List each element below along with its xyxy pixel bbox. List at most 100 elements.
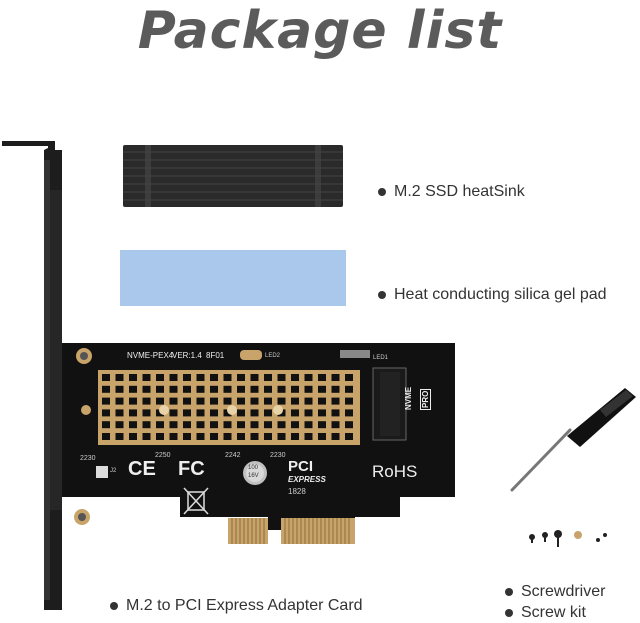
- grid-hole: [115, 385, 124, 393]
- label-heatsink: M.2 SSD heatSink: [378, 183, 525, 201]
- grid-hole: [331, 421, 340, 429]
- grid-hole: [331, 397, 340, 405]
- grid-hole: [169, 397, 178, 405]
- grid-hole: [102, 397, 110, 405]
- slot-2230-left: 2230: [80, 455, 96, 462]
- grid-hole: [318, 421, 326, 429]
- grid-hole: [223, 421, 232, 429]
- slot-2250: 2250: [155, 452, 171, 459]
- grid-hole: [277, 374, 286, 381]
- weee-icon: [183, 487, 209, 515]
- grid-hole: [345, 409, 353, 417]
- grid-hole: [318, 409, 326, 417]
- bracket: [2, 141, 62, 610]
- label-screwdriver: Screwdriver: [505, 583, 605, 601]
- grid-hole: [115, 421, 124, 429]
- grid-hole: [183, 421, 191, 429]
- grid-hole: [345, 433, 353, 440]
- grid-hole: [250, 409, 259, 417]
- grid-hole: [345, 374, 353, 381]
- grid-hole: [196, 397, 205, 405]
- board-code: 1828: [288, 487, 306, 496]
- grid-hole: [183, 409, 191, 417]
- board-led-b: LED1: [373, 355, 389, 361]
- grid-hole: [142, 433, 151, 440]
- grid-hole: [183, 385, 191, 393]
- grid-hole: [291, 385, 299, 393]
- bullet-icon: [110, 602, 118, 610]
- grid-hole: [237, 421, 245, 429]
- grid-hole: [156, 433, 164, 440]
- grid-hole: [129, 374, 137, 381]
- grid-hole: [129, 421, 137, 429]
- grid-hole: [183, 374, 191, 381]
- grid-hole: [142, 374, 151, 381]
- board-model: NVME-PEX4: [127, 351, 174, 360]
- board-led: LED2: [265, 353, 281, 359]
- grid-hole: [304, 409, 313, 417]
- grid-hole: [169, 433, 178, 440]
- thermal-pad: [120, 250, 346, 306]
- cap-voltage: 16V: [248, 473, 259, 479]
- grid-hole: [115, 409, 124, 417]
- grid-hole: [102, 385, 110, 393]
- label-heatsink-text: M.2 SSD heatSink: [394, 183, 525, 200]
- grid-hole: [102, 409, 110, 417]
- grid-hole: [169, 421, 178, 429]
- express-mark: EXPRESS: [288, 475, 326, 484]
- grid-hole: [277, 433, 286, 440]
- grid-hole: [210, 385, 218, 393]
- grid-hole: [196, 374, 205, 381]
- label-screwkit: Screw kit: [505, 604, 586, 622]
- slot-2242: 2242: [225, 452, 241, 459]
- grid-hole: [250, 421, 259, 429]
- grid-hole: [264, 374, 272, 381]
- grid-hole: [250, 397, 259, 405]
- grid-hole: [223, 385, 232, 393]
- grid-hole: [223, 409, 232, 417]
- grid-hole: [277, 409, 286, 417]
- grid-hole: [169, 409, 178, 417]
- grid-hole: [264, 421, 272, 429]
- grid-hole: [331, 409, 340, 417]
- grid-hole: [237, 433, 245, 440]
- grid-hole: [264, 385, 272, 393]
- grid-hole: [277, 385, 286, 393]
- grid-hole: [142, 397, 151, 405]
- pci-mark: PCI: [288, 458, 314, 475]
- grid-hole: [183, 397, 191, 405]
- grid-hole: [169, 374, 178, 381]
- label-card: M.2 to PCI Express Adapter Card: [110, 597, 363, 615]
- nvme-mark: NVME: [404, 386, 413, 410]
- grid-hole: [304, 385, 313, 393]
- grid-hole: [250, 433, 259, 440]
- screwdriver-image: [510, 388, 636, 492]
- grid-hole: [223, 397, 232, 405]
- ce-mark: CE: [128, 458, 156, 480]
- grid-hole: [304, 374, 313, 381]
- grid-hole: [250, 385, 259, 393]
- grid-hole: [102, 374, 110, 381]
- grid-hole: [115, 433, 124, 440]
- grid-hole: [331, 385, 340, 393]
- grid-hole: [291, 433, 299, 440]
- grid-hole: [345, 397, 353, 405]
- slot-2230: 2230: [270, 452, 286, 459]
- label-card-text: M.2 to PCI Express Adapter Card: [126, 597, 363, 614]
- bullet-icon: [378, 188, 386, 196]
- grid-hole: [196, 433, 205, 440]
- grid-hole: [156, 397, 164, 405]
- grid-hole: [318, 385, 326, 393]
- grid-hole: [318, 374, 326, 381]
- pro-mark: PRO: [420, 388, 431, 410]
- grid-hole: [237, 385, 245, 393]
- pcb-board: [62, 343, 455, 544]
- grid-hole: [129, 385, 137, 393]
- grid-hole: [318, 433, 326, 440]
- rohs-mark: RoHS: [372, 462, 418, 481]
- grid-hole: [331, 433, 340, 440]
- grid-hole: [331, 374, 340, 381]
- grid-hole: [210, 409, 218, 417]
- grid-hole: [304, 397, 313, 405]
- grid-hole: [156, 409, 164, 417]
